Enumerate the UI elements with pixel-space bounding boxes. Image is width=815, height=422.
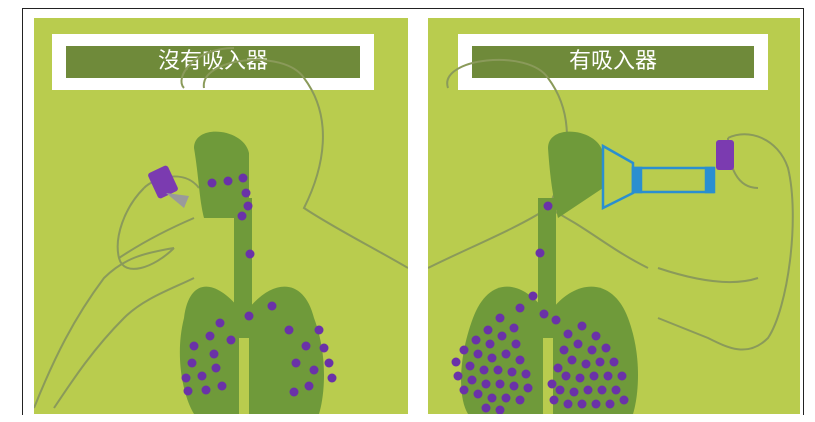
panel-without-spacer: 沒有吸入器: [34, 18, 408, 414]
panel-with-spacer: 有吸入器: [428, 18, 800, 414]
illustration-right: [428, 18, 800, 414]
inhaler-right: [716, 140, 734, 170]
inhaler-left: [147, 165, 189, 208]
illustration-left: [34, 18, 408, 414]
spacer-device: [603, 146, 714, 208]
